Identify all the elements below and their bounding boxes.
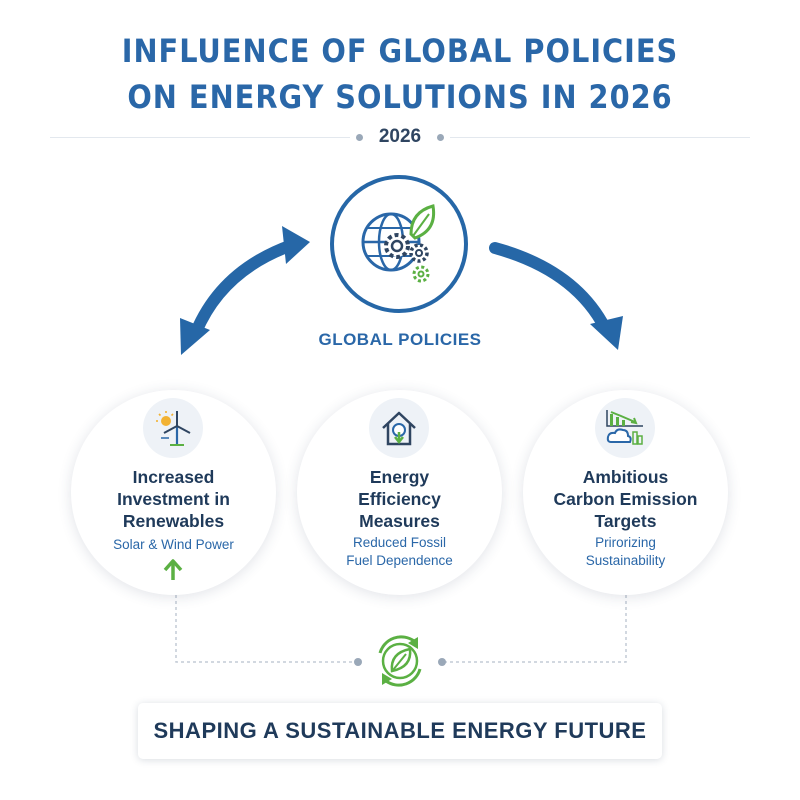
- card-efficiency: Energy Efficiency Measures Reduced Fossi…: [297, 390, 502, 595]
- year-label: 2026: [378, 126, 422, 147]
- page-title: INFLUENCE OF GLOBAL POLICIES ON ENERGY S…: [0, 28, 800, 120]
- house-down-arrow-icon: [382, 411, 416, 446]
- card-title-line: Investment in: [117, 489, 230, 509]
- right-arrowhead: [590, 316, 623, 350]
- card-icon-wrap: [143, 398, 203, 458]
- left-arrowhead-top: [282, 226, 310, 264]
- card-sub-line: Prirorizing: [595, 535, 656, 550]
- card-title-line: Ambitious: [582, 467, 669, 487]
- card-subtitle: Prirorizing Sustainability: [533, 534, 718, 570]
- title-line-2: ON ENERGY SOLUTIONS IN 2026: [127, 78, 673, 116]
- wind-turbine-sun-icon: [156, 411, 191, 446]
- card-sub-line: Sustainability: [585, 553, 666, 568]
- card-title-line: Efficiency: [358, 489, 441, 509]
- divider-dot-right: [437, 134, 444, 141]
- left-connector-dot: [354, 658, 362, 666]
- divider-line-right: [450, 137, 750, 138]
- title-line-1: INFLUENCE OF GLOBAL POLICIES: [121, 32, 679, 70]
- right-connector: [442, 595, 627, 663]
- left-connector: [175, 595, 358, 663]
- card-icon-wrap: [595, 398, 655, 458]
- cloud-factory-downtrend-icon: [606, 410, 643, 445]
- card-title-line: Increased: [132, 467, 215, 487]
- right-curved-arrow: [489, 242, 611, 334]
- card-subtitle: Solar & Wind Power: [81, 536, 266, 554]
- right-connector-dot: [438, 658, 446, 666]
- recycle-leaf-icon: [378, 635, 422, 687]
- left-curved-arrow: [190, 239, 298, 338]
- card-title-line: Targets: [594, 511, 657, 531]
- card-title-line: Carbon Emission: [553, 489, 698, 509]
- card-title-line: Renewables: [122, 511, 225, 531]
- left-arrowhead-bottom: [180, 318, 210, 355]
- card-carbon-targets: Ambitious Carbon Emission Targets Priror…: [523, 390, 728, 595]
- footer-text: SHAPING A SUSTAINABLE ENERGY FUTURE: [153, 718, 647, 743]
- card-icon-wrap: [369, 398, 429, 458]
- year-divider: 2026: [0, 126, 800, 150]
- footer-banner: SHAPING A SUSTAINABLE ENERGY FUTURE: [138, 703, 662, 759]
- global-policies-label: GLOBAL POLICIES: [318, 330, 482, 349]
- card-subtitle: Reduced Fossil Fuel Dependence: [307, 534, 492, 570]
- card-title-line: Energy: [369, 467, 430, 487]
- card-title-line: Measures: [359, 511, 440, 531]
- up-arrow-icon: [163, 559, 183, 580]
- global-policies-circle: [330, 175, 468, 313]
- divider-line-left: [50, 137, 350, 138]
- card-title: Increased Investment in Renewables: [81, 466, 266, 532]
- card-title: Energy Efficiency Measures: [307, 466, 492, 532]
- card-renewables: Increased Investment in Renewables Solar…: [71, 390, 276, 595]
- globe-gears-leaf-icon: [361, 204, 436, 283]
- card-sub-line: Fuel Dependence: [346, 553, 453, 568]
- card-title: Ambitious Carbon Emission Targets: [533, 466, 718, 532]
- divider-dot-left: [356, 134, 363, 141]
- card-sub-line: Solar & Wind Power: [113, 537, 234, 552]
- card-sub-line: Reduced Fossil: [352, 535, 447, 550]
